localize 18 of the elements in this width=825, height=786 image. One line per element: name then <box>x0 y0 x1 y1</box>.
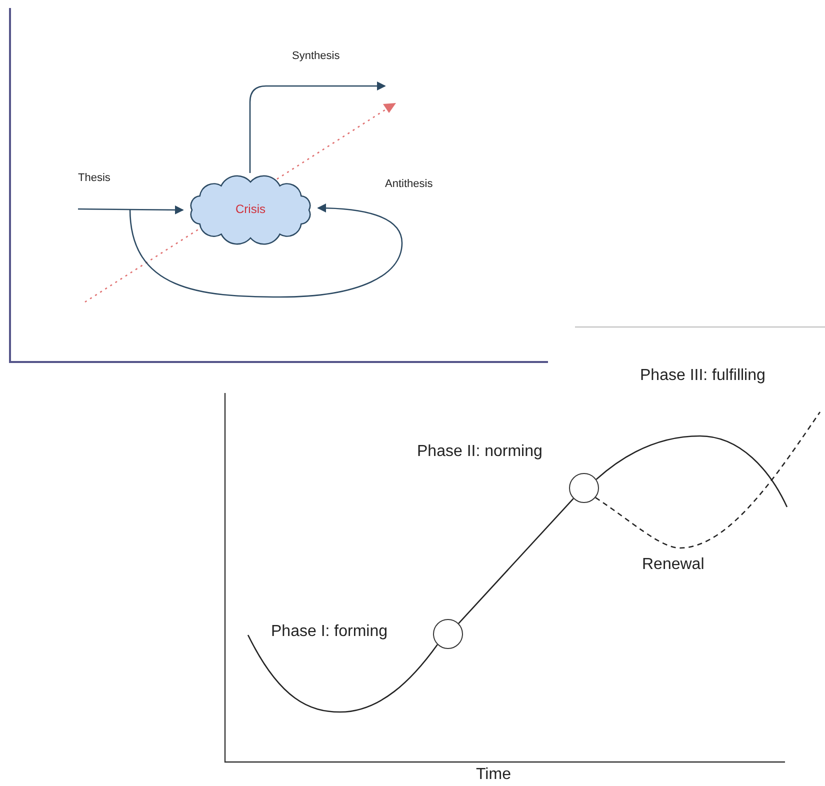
term-label: Synthesis <box>292 50 340 62</box>
phase-circle <box>569 473 599 503</box>
phase-label: Phase I: forming <box>271 623 388 641</box>
node-label: Crisis <box>234 202 266 216</box>
arrow <box>249 82 386 173</box>
edge-label: Antithesis <box>385 178 433 190</box>
phase-circle <box>433 619 463 649</box>
curve-line <box>458 498 574 624</box>
curve-line <box>596 435 788 508</box>
arrow <box>78 205 184 214</box>
curve-line <box>595 412 821 549</box>
arrow <box>129 204 403 298</box>
axis-label: Time <box>476 766 511 784</box>
curve-line <box>247 634 438 713</box>
term-label: Thesis <box>78 172 110 184</box>
phase-label: Renewal <box>642 556 704 574</box>
phase-label: Phase III: fulfilling <box>640 367 766 385</box>
phase-label: Phase II: norming <box>417 443 542 461</box>
